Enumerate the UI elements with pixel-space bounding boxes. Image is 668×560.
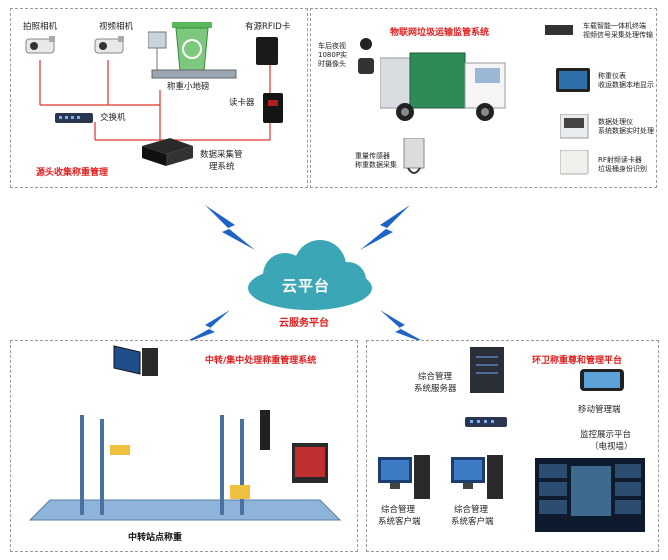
lightning-bolt-top-left	[205, 205, 255, 250]
weigh-display-icon	[556, 68, 592, 98]
mobile-label: 移动管理端	[578, 405, 621, 415]
card-reader-icon	[262, 92, 284, 128]
vehicle-terminal-label-1: 车载智能一体机终端	[583, 22, 646, 30]
camera-photo-label: 拍照相机	[23, 22, 58, 32]
client-1-icon	[378, 455, 432, 505]
weight-sensor-label-2: 称重数据采集	[355, 161, 397, 169]
server-label-2: 系统服务器	[414, 384, 457, 394]
rfid-card-label: 有源RFID卡	[245, 22, 291, 32]
lightning-bolt-bottom-left	[180, 310, 230, 345]
weigh-display-label-1: 称重仪表	[598, 72, 626, 80]
weighbridge-icon	[147, 30, 238, 86]
transfer-monitor-icon	[112, 342, 162, 386]
weighing-station-icon	[20, 405, 350, 539]
rf-reader-label-2: 垃圾桶身份识别	[598, 165, 647, 173]
weight-sensor-label-1: 重量传感器	[355, 152, 390, 160]
server-label-1: 综合管理	[418, 372, 453, 382]
vehicle-terminal-label-2: 视频信号采集处理传输	[583, 31, 653, 39]
weighbridge-label: 称重小地磅	[167, 82, 210, 92]
data-system-label-2: 理系统	[209, 162, 235, 172]
garbage-truck-icon	[379, 48, 520, 132]
rear-cam-label-2: 1080P实	[318, 51, 348, 59]
client-2-label-2: 系统客户端	[451, 517, 494, 527]
camera-video-icon	[94, 36, 126, 62]
client-2-label-1: 综合管理	[454, 505, 489, 515]
mobile-icon	[580, 365, 630, 399]
monitor-label-2: （电视墙）	[590, 442, 633, 452]
client-1-label-2: 系统客户端	[378, 517, 421, 527]
rf-reader-icon	[559, 149, 590, 180]
source-panel-title: 源头收集称重管理	[36, 168, 109, 178]
data-processor-label-1: 数据处理仪	[598, 118, 633, 126]
iot-panel-title: 物联网垃圾运输监管系统	[390, 28, 490, 38]
data-processor-icon	[559, 113, 590, 144]
card-reader-label: 读卡器	[229, 98, 255, 108]
switch-label: 交换机	[100, 113, 126, 123]
data-system-label-1: 数据采集管	[200, 150, 243, 160]
vehicle-terminal-icon	[545, 22, 575, 41]
rear-camera-icon	[355, 36, 377, 80]
sanitation-panel-title: 环卫称重尊和管理平台	[532, 356, 623, 366]
lightning-bolt-bottom-right	[380, 310, 430, 345]
data-collection-system-icon	[140, 136, 195, 172]
camera-video-label: 视频相机	[99, 22, 134, 32]
cloud-caption: 云服务平台	[279, 318, 329, 329]
client-2-icon	[451, 455, 505, 505]
rf-reader-label-1: RF射频读卡器	[598, 156, 642, 164]
weight-sensor-icon	[400, 137, 428, 182]
data-processor-label-2: 系统数据实时处理	[598, 127, 654, 135]
management-server-icon	[468, 345, 510, 399]
rfid-card-icon	[255, 36, 279, 70]
lightning-bolt-top-right	[360, 205, 410, 250]
rear-cam-label-1: 车后夜视	[318, 42, 346, 50]
network-switch-icon	[465, 414, 509, 433]
transfer-panel-title: 中转/集中处理称重管理系统	[205, 356, 317, 366]
transfer-caption: 中转站点称重	[128, 533, 183, 543]
camera-photo-icon	[25, 36, 57, 62]
rear-cam-label-3: 时摄像头	[318, 60, 346, 68]
weigh-display-label-2: 收运数据本地显示	[598, 81, 654, 89]
client-1-label-1: 综合管理	[381, 505, 416, 515]
monitor-label-1: 监控展示平台	[580, 430, 632, 440]
video-wall-icon	[535, 458, 647, 538]
cloud-icon	[240, 240, 380, 319]
cloud-label: 云平台	[282, 277, 331, 295]
switch-icon	[55, 110, 95, 129]
